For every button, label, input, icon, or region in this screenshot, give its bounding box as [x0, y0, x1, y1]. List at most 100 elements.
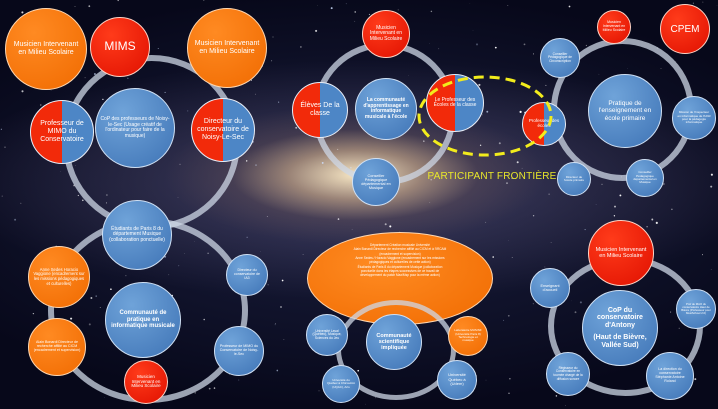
star [267, 284, 269, 286]
star [77, 194, 79, 197]
star [519, 110, 522, 113]
star [84, 77, 86, 79]
star [438, 48, 440, 50]
node-uqac: Université du Québec à Chicoutimi (UQAC)… [322, 365, 360, 403]
star [260, 251, 261, 252]
node-community-center-label: La communauté d'apprentissage en informa… [363, 97, 409, 120]
scientific-line-5: pédagogiques et culturelles de cette act… [369, 260, 431, 265]
star [318, 390, 320, 392]
node-cpem-mission: Mission de l'inspecteur en informatique … [672, 96, 716, 140]
node-antony-cop-sub: (Haut de Bièvre, Vallée Sud) [593, 333, 647, 349]
star [276, 369, 279, 372]
star [254, 93, 256, 95]
star [646, 226, 648, 228]
star [40, 104, 42, 106]
star [330, 7, 333, 10]
star [74, 6, 76, 7]
node-paris8-musician: Musicien Intervenant en Milieu Scolaire [124, 360, 168, 404]
star [671, 208, 673, 211]
star [208, 387, 211, 390]
node-antony-enseignant-label: Enseignant d'accueil [540, 283, 560, 292]
star [509, 378, 511, 380]
node-paris8-prof-mimo-label: Professeur de MIMO du Conservatoire de N… [219, 344, 259, 356]
frontier-dashed-ellipse [417, 75, 553, 157]
star [300, 46, 302, 48]
node-professeur-ecoles: Le Professeur des Écoles de la classe [426, 74, 484, 132]
node-paris8-center-label: Communauté de pratique en informatique m… [111, 310, 175, 330]
star [21, 90, 24, 93]
scientific-line-7: ponctuelle dans les étapes successives d… [360, 268, 440, 273]
node-cpem-musician: Musicien Intervenant en Milieu Scolaire [597, 10, 631, 44]
star [533, 53, 534, 55]
star [508, 392, 510, 395]
node-paris8-alain: Alain Bonardi Directeur de recherche aff… [28, 318, 86, 376]
star [507, 314, 510, 317]
node-musician-left-label: Musicien Intervenant en Milieu Scolaire [13, 41, 79, 56]
node-community-center: La communauté d'apprentissage en informa… [355, 78, 417, 140]
star [516, 161, 519, 164]
star [246, 236, 248, 238]
star [486, 110, 489, 113]
star [702, 1, 704, 3]
node-musician-right: Musicien Intervenant en Milieu Scolaire [187, 8, 267, 88]
node-laboratoire: Laboratoire MUSINF (Université Paris 8) … [448, 316, 488, 356]
star [117, 0, 119, 2]
star [302, 254, 304, 256]
node-director-noisy: Directeur du conservatoire de Noisy-Le-S… [191, 98, 255, 162]
star [250, 79, 252, 81]
scientific-line-3: (encadrement et supervision) [379, 251, 421, 256]
star [280, 306, 282, 308]
star [0, 128, 2, 130]
node-professor-mimo: Professeur de MIMO du Conservatoire [30, 100, 94, 164]
node-conseiller-departemental: Conseiller Pédagogique départemental en … [352, 158, 400, 206]
star [550, 242, 552, 243]
star [523, 43, 526, 46]
star [271, 60, 273, 62]
star [384, 223, 387, 226]
node-paris8-anne-label: Anne Sedes Horacio Vaggione (encadrement… [33, 266, 85, 286]
star [345, 3, 347, 5]
star [508, 240, 509, 242]
node-paris8-students-label: Étudiants de Paris 8 du département Musi… [109, 225, 165, 243]
star [479, 144, 482, 146]
star [655, 221, 658, 224]
star [614, 205, 616, 208]
node-paris8-center: Communauté de pratique en informatique m… [105, 282, 181, 358]
star [544, 266, 546, 268]
star [252, 142, 253, 144]
node-cpem-label: CPEM [670, 23, 700, 35]
node-antony-cop: CoP du conservatoire d'Antony (Haut de B… [582, 290, 658, 366]
node-antony-cop-label: CoP du conservatoire d'Antony [597, 306, 643, 330]
scientific-line-2: Alain Bonardi Directeur de recherche aff… [353, 247, 447, 252]
star [595, 204, 597, 206]
node-mims-label: MIMS [104, 39, 136, 54]
star [692, 2, 694, 4]
star [511, 257, 513, 258]
star [511, 178, 513, 180]
star [710, 185, 713, 188]
star [295, 126, 298, 129]
star [485, 379, 487, 381]
star [651, 218, 654, 221]
node-cop-noisy-label: CoP des professeurs de Noisy-le-Sec (Usa… [100, 116, 170, 139]
node-cpem-conseiller-dep-label: Conseiller Pédagogique départemental en … [633, 170, 657, 185]
node-cpem-conseiller-dep: Conseiller Pédagogique départemental en … [626, 159, 664, 197]
star [601, 183, 603, 185]
star [315, 29, 318, 32]
node-laval-label: Université Laval (Québec), Musique, Scie… [312, 328, 342, 340]
star [255, 164, 257, 166]
star [430, 179, 432, 181]
star [274, 324, 276, 326]
node-cpem-mission-label: Mission de l'inspecteur en informatique … [677, 110, 711, 125]
star [321, 161, 324, 164]
star [585, 44, 587, 46]
star [521, 167, 523, 169]
node-professeur-ecoles-label: Le Professeur des Écoles de la classe [433, 96, 477, 108]
star [278, 101, 280, 103]
node-antony-regisseur-label: Régisseur du Conservatoire en tournée ch… [553, 365, 583, 381]
node-paris8-students: Étudiants de Paris 8 du département Musi… [102, 200, 172, 270]
scientific-line-4: Anne Sedes / Horacio Vaggione (encadreme… [355, 255, 445, 260]
node-eleves-label: Élèves De la classe [300, 102, 340, 117]
star [430, 10, 433, 13]
star [274, 323, 276, 324]
